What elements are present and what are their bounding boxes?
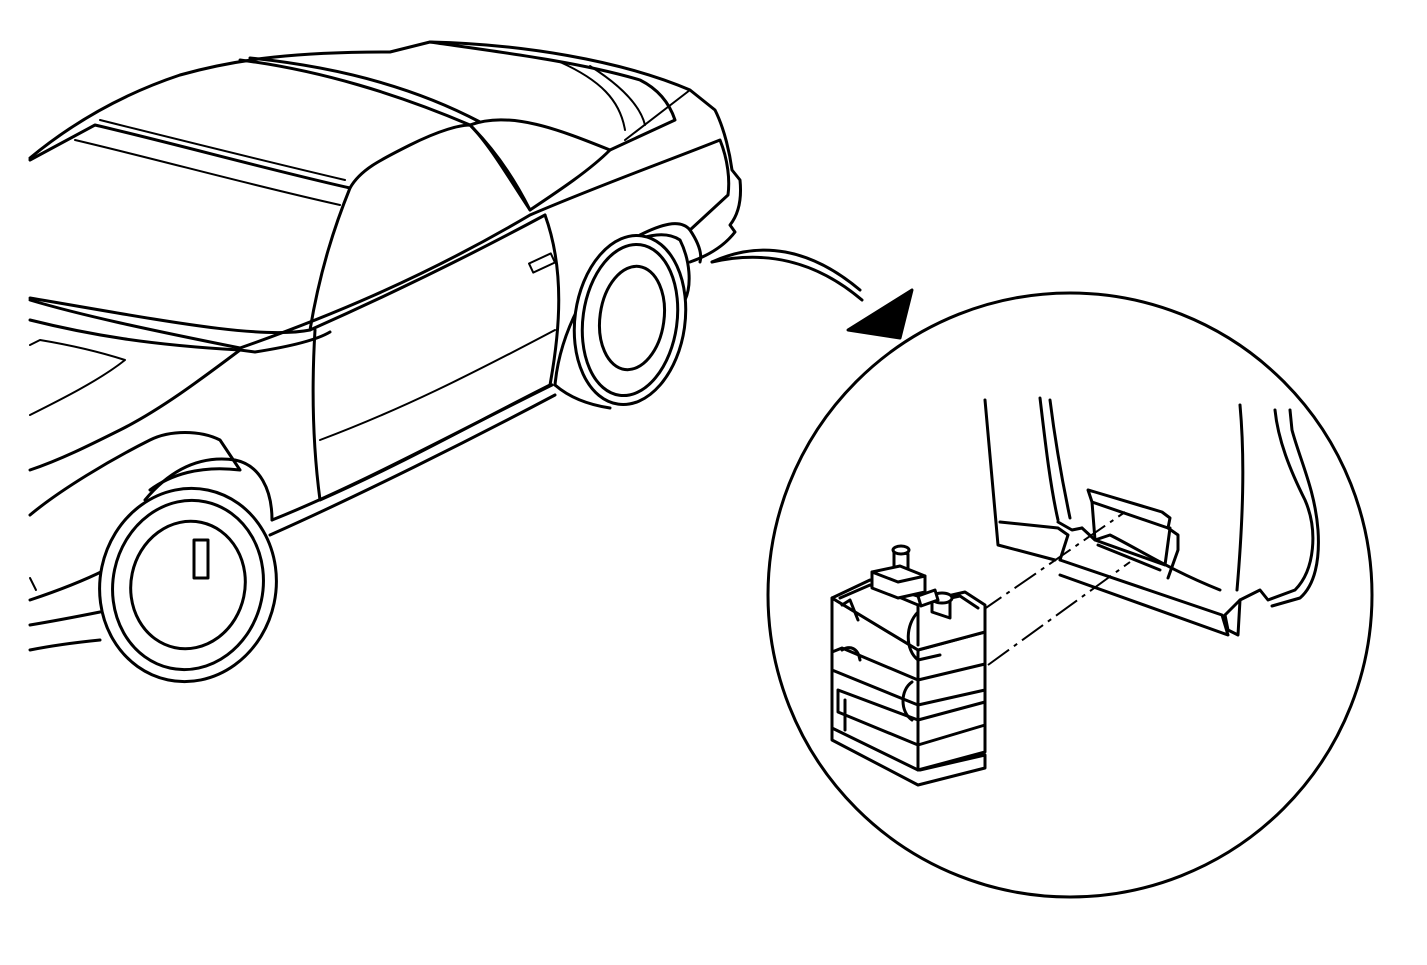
vehicle-front-mark <box>29 577 37 591</box>
vehicle-fender-top <box>28 348 242 472</box>
vehicle-windshield <box>28 123 352 335</box>
vehicle-rear-tire-shadow <box>553 383 612 410</box>
vehicle-rear-deck-line-2 <box>589 65 646 126</box>
vehicle-rear-deck-line-3 <box>624 89 691 141</box>
mounting-bracket-body <box>1090 500 1172 567</box>
vehicle-rear-tire <box>572 233 688 407</box>
vehicle-front-lower <box>28 431 242 517</box>
panel-bottom-flange <box>1080 526 1222 592</box>
canister-port-tall-stem <box>192 538 210 580</box>
panel-wheelhouse-outer <box>1270 408 1320 608</box>
mounting-bracket <box>1086 488 1172 530</box>
curved-arrow-icon <box>710 248 914 340</box>
vehicle-a-pillar <box>348 123 532 212</box>
callout-arrow-shaft-2 <box>710 255 864 302</box>
vehicle-hood-edge <box>28 298 242 350</box>
canister-port-tall-base-edge <box>870 570 927 584</box>
callout-arrow-head <box>846 288 914 340</box>
vehicle-front-valance <box>28 568 107 602</box>
vehicle-outline-icon <box>28 40 742 684</box>
detail-circle-border <box>766 291 1374 899</box>
vehicle-front-valance-2 <box>28 610 102 627</box>
mounting-bracket-slot <box>1096 543 1162 572</box>
frame-rail-face-2 <box>1056 520 1084 532</box>
canister-strap-upper <box>830 646 987 707</box>
callout-arrow-shaft <box>710 248 862 292</box>
vehicle-rocker-2 <box>270 383 554 522</box>
vehicle-roof-inner <box>238 58 472 127</box>
vehicle-front-tire-inner <box>111 498 265 672</box>
vehicle-door-handle <box>528 252 556 274</box>
vehicle-rear-tire-inner <box>580 242 680 398</box>
vehicle-body-side <box>238 138 731 350</box>
vehicle-front-tire <box>98 486 278 684</box>
mounting-bracket-side <box>1166 526 1180 580</box>
vehicle-quarter-window <box>468 123 612 212</box>
vehicle-front-arch <box>143 457 274 522</box>
canister-port-short-tab <box>916 588 940 608</box>
canister-notch-1 <box>840 598 860 622</box>
vehicle-windshield-inner <box>74 139 341 206</box>
vehicle-front-valance-3 <box>28 638 102 652</box>
panel-right-edge <box>1235 403 1245 592</box>
vehicle-hood-edge-2 <box>28 318 242 352</box>
frame-rail-face <box>998 520 1070 562</box>
vehicle-fender-side <box>238 330 332 354</box>
frame-rail-bottom <box>1058 558 1230 637</box>
frame-rail-edge <box>1038 396 1060 522</box>
frame-rail-edge-2 <box>1048 398 1072 520</box>
vehicle-rocker <box>268 393 557 537</box>
canister-notch-2 <box>840 646 862 662</box>
canister-clip-2 <box>901 680 914 722</box>
evap-canister-icon <box>192 538 987 787</box>
vehicle-rear-deck-line <box>559 61 626 131</box>
alignment-line-lower <box>987 561 1131 666</box>
vehicle-front-rim <box>129 519 247 651</box>
vehicle-hood-crease <box>29 339 126 416</box>
vehicle-belt-line <box>308 213 547 332</box>
vehicle-door-line <box>319 329 556 441</box>
vehicle-roof-inner-2 <box>248 56 482 124</box>
vehicle-rear-rim <box>597 264 667 372</box>
canister-port-tall-cap <box>891 544 911 556</box>
detail-magnifier-icon <box>766 291 1374 899</box>
alignment-line-upper <box>979 511 1126 613</box>
vehicle-rear-deck <box>428 40 677 152</box>
vehicle-rear-quarter <box>638 222 703 264</box>
panel-wheelhouse <box>1223 408 1315 617</box>
frame-rail-left <box>983 398 1057 562</box>
vehicle-roofline <box>28 40 742 264</box>
panel-lower <box>1223 598 1242 637</box>
vehicle-windshield-top <box>99 119 346 181</box>
